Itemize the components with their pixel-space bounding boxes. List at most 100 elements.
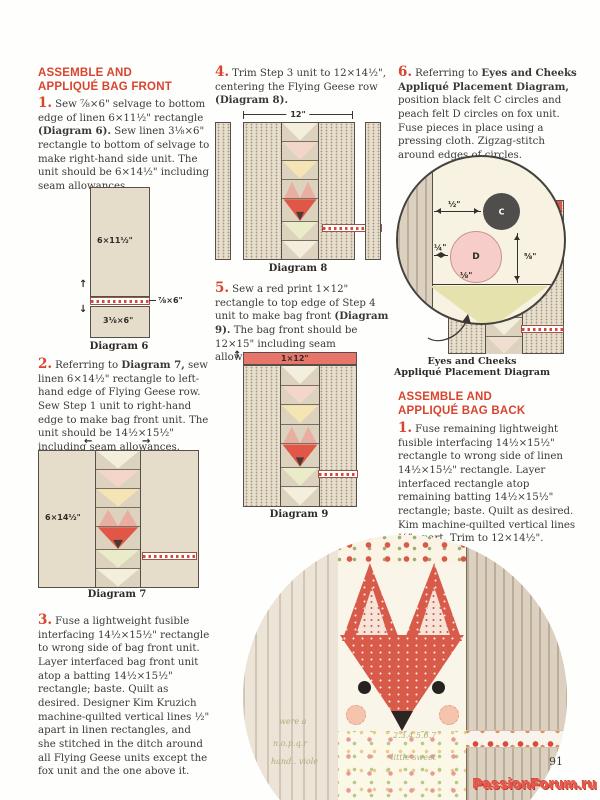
photo-flower-ribbon [466,730,567,748]
eyes-diagram-magnifier-circle: C D ½" ¼" ⅝" ⅛" [396,155,566,325]
circle-D-label: D [472,251,480,262]
step-3-front: 3.Fuse a lightweight fusible interfacing… [38,612,210,779]
curved-pointer-arrow [427,314,471,342]
step-text: Trim Step 3 unit to 12×14½", centering t… [215,68,386,93]
step-6-front: 6.Referring to Eyes and Cheeks Appliqué … [398,64,580,163]
heading-line: ASSEMBLE AND [38,67,132,79]
photo-linen-right [466,535,567,800]
fox-ears [96,507,140,527]
photo-fox-panel [338,535,466,800]
goose-cream [281,486,319,506]
goose-yellow [96,488,140,507]
step-number: 1. [38,95,53,111]
goose-pink [486,335,522,354]
arrow-down-icon: ↓ [79,304,88,315]
goose-cream [281,366,319,385]
diagram9-red-strip: 1×12" [243,352,357,365]
step-number: 4. [215,64,230,80]
goose-triangle [282,221,318,240]
goose-triangle [486,336,522,354]
goose-cream [282,239,318,259]
goose-green [282,220,318,240]
circle-D-cheek: D [450,231,502,283]
fox-face [96,526,140,549]
flying-geese-column [281,122,319,260]
diagram8-trim-strip-right [365,122,381,260]
goose-triangle [96,451,140,469]
fabric-print-text: 2.3.4.5.6.7 [393,731,437,740]
goose-pink [96,469,140,488]
goose-triangle [282,142,318,160]
step-1-back: 1.Fuse remaining lightweight fusible int… [398,420,580,546]
step-number: 2. [38,356,53,372]
goose-green [96,548,140,568]
photo-fox-eye-right [432,681,445,694]
circle-C-eye: C [483,193,520,230]
step-text: Referring to [55,360,122,371]
step-text: sew linen 6×14½" rectangle to left-hand … [38,360,209,454]
arrow-up-icon: ↑ [233,350,242,361]
step-text: Sew ⅞×6" selvage to bottom edge of linen… [38,99,206,124]
arrow-left-icon: ← [84,436,93,447]
fox-ears [281,423,319,444]
fox-face [282,198,318,221]
step-1-front: 1.Sew ⅞×6" selvage to bottom edge of lin… [38,95,210,194]
photo-linen-left [243,535,338,800]
diagram8-dimension-label: 12" [286,110,310,119]
diagram8-stitch-strip [322,224,382,232]
goose-pink [281,384,319,405]
goose-triangle [281,366,319,385]
goose-cream [96,567,140,587]
diagram6-strip-label: ⅞×6" [158,296,183,305]
fox-nose [296,211,304,221]
goose-triangle [281,467,319,486]
heading-line: APPLIQUÉ BAG BACK [398,405,526,418]
fox-quilt-photo: were a n.o.p.q.r hand.. viole little swe… [243,535,567,800]
step-text-bold: (Diagram 9). [215,310,389,337]
photo-fox-nose [391,711,413,731]
photo-top-floral-band [338,535,466,565]
fabric-print-text: little sweet [391,753,437,762]
step-4-front: 4.Trim Step 3 unit to 12×14½", centering… [215,64,389,108]
goose-triangle [281,487,319,506]
diagram7-stitch-strip [142,552,197,560]
eyes-diagram-caption-line1: Eyes and Cheeks [427,356,517,367]
measure-arrow-half [434,208,481,214]
goose-triangle [96,489,140,507]
photo-fox-cheek-left [346,705,366,725]
step-number: 6. [398,64,413,80]
goose-cream [282,123,318,141]
measure-label-eighth: ⅛" [460,271,473,280]
watermark: PassionForum.ru [473,777,597,793]
fabric-print-text: were a [279,717,307,726]
step-text-bold: Eyes and Cheeks Appliqué Placement Diagr… [398,67,577,93]
flying-geese-column [280,365,320,507]
section-heading-bag-back: ASSEMBLE AND APPLIQUÉ BAG BACK [398,390,580,419]
goose-yellow [281,404,319,424]
step-text-bold: (Diagram 6). [38,125,111,138]
step-text: position black felt C circles and peach … [398,95,562,162]
diagram6-bottom-rect [90,306,150,338]
measure-label-quarter: ¼" [434,243,447,252]
step-number: 1. [398,420,413,436]
measure-label-half: ½" [448,200,461,209]
diagram8-dimension-line: 12" [243,110,353,119]
goose-triangle [96,568,140,587]
diagram7-caption: Diagram 7 [87,589,147,600]
diagram8-trim-strip-left [215,122,231,260]
circle-C-label: C [498,206,505,216]
magnifier-seam-line [432,284,558,285]
diagram8-caption: Diagram 8 [268,263,328,274]
photo-fox-cheek-right [439,705,459,725]
measure-arrow-quarter [434,252,448,258]
goose-cream [96,451,140,469]
label-leader-line [149,300,156,301]
step-text-bold: (Diagram 8). [215,94,288,107]
arrow-up-icon: ↑ [79,279,88,290]
page-number: 91 [549,755,563,768]
measure-arrow-five-eighths [514,233,520,283]
step-5-front: 5.Sew a red print 1×12" rectangle to top… [215,280,389,365]
fox-face [281,443,319,467]
goose-yellow [282,160,318,179]
